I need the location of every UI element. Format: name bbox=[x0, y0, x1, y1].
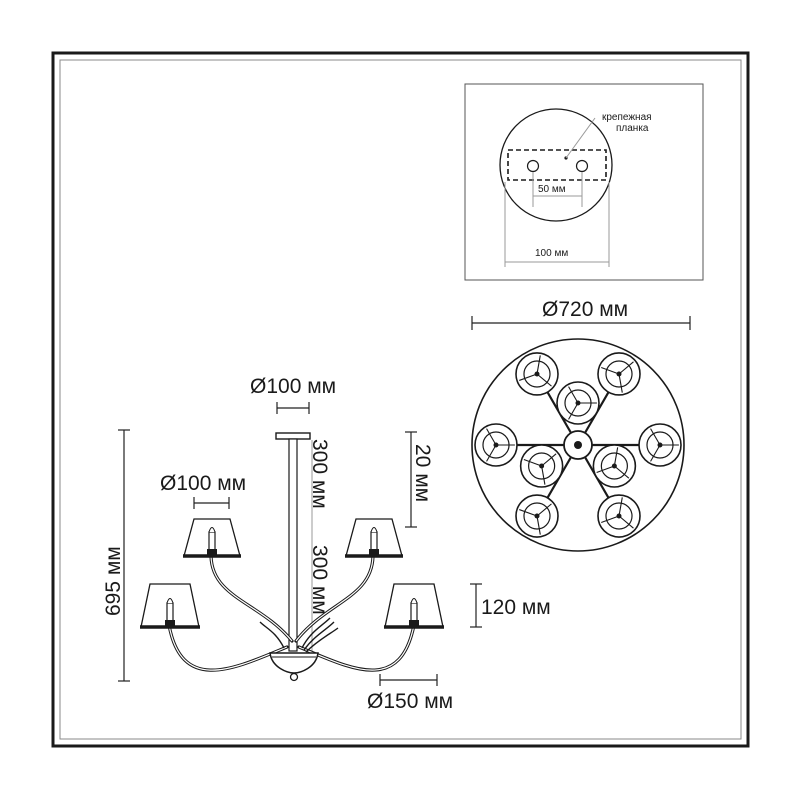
canopy-diameter-label: Ø100 мм bbox=[250, 375, 336, 398]
side-shade bbox=[345, 518, 403, 558]
side-shade bbox=[140, 583, 200, 629]
top-shade bbox=[592, 444, 637, 488]
side-shade bbox=[384, 583, 444, 629]
shade-top-diameter-label: Ø100 мм bbox=[160, 472, 246, 495]
central-rod bbox=[288, 438, 298, 652]
shade-bottom-diameter-label: Ø150 мм bbox=[367, 690, 453, 713]
top-shade bbox=[597, 352, 641, 396]
mounting-hole-right bbox=[575, 159, 589, 173]
canopy-height-label: 20 мм bbox=[411, 444, 434, 502]
bottom-finial bbox=[289, 672, 299, 682]
top-shade bbox=[474, 423, 518, 467]
callout-label-line2: планка bbox=[616, 123, 649, 134]
top-outline-circle bbox=[471, 338, 685, 552]
top-shade bbox=[515, 494, 559, 538]
hole-spacing-label: 50 мм bbox=[538, 184, 566, 195]
callout-leader bbox=[565, 117, 596, 159]
top-shade bbox=[519, 444, 564, 488]
rod-length-lower-label: 300 мм bbox=[308, 545, 331, 615]
top-view: Ø720 мм bbox=[471, 298, 691, 552]
rod-length-upper-label: 300 мм bbox=[308, 439, 331, 509]
bottom-bowl bbox=[269, 652, 319, 674]
shade-height-label: 120 мм bbox=[481, 596, 551, 619]
inner-frame bbox=[59, 59, 742, 740]
outer-frame bbox=[51, 51, 750, 748]
canopy-circle bbox=[499, 108, 613, 222]
total-height-label: 695 мм bbox=[102, 546, 125, 616]
side-shade bbox=[183, 518, 241, 558]
mount-detail: крепежная планка 50 мм 100 мм bbox=[464, 83, 704, 281]
top-shade bbox=[597, 494, 641, 538]
top-shade bbox=[556, 381, 600, 425]
side-view: Ø100 мм 300 мм 300 мм 20 мм 695 мм Ø100 … bbox=[102, 375, 551, 713]
mounting-hole-left bbox=[526, 159, 540, 173]
top-shade bbox=[515, 352, 559, 396]
mounting-bar bbox=[507, 149, 607, 181]
callout-label-line1: крепежная bbox=[602, 112, 652, 123]
plate-width-label: 100 мм bbox=[535, 248, 568, 259]
top-diameter-label: Ø720 мм bbox=[542, 298, 628, 321]
ceiling-canopy bbox=[275, 432, 311, 440]
top-shade bbox=[638, 423, 682, 467]
mount-detail-box bbox=[464, 83, 704, 281]
